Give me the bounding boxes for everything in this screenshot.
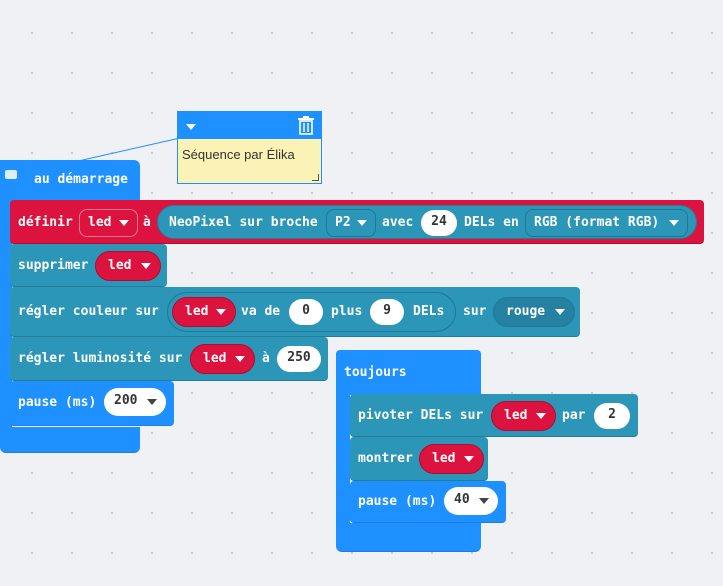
set-color-var-pill[interactable]: led: [172, 297, 236, 327]
brightness-label: régler luminosité sur: [18, 351, 183, 366]
define-assign-label: à: [143, 215, 151, 230]
chevron-down-icon: [669, 220, 679, 226]
chevron-down-icon: [479, 498, 489, 504]
chevron-down-icon: [536, 413, 546, 419]
range-from-label: va de: [241, 304, 281, 319]
mode-value: RGB (format RGB): [534, 215, 660, 230]
color-value: rouge: [506, 304, 546, 319]
led-count-input[interactable]: 24: [421, 210, 457, 236]
pause-value: 200: [114, 393, 138, 408]
color-on-label: sur: [463, 304, 487, 319]
brightness-to-label: à: [262, 351, 270, 366]
forever-label: toujours: [344, 365, 407, 380]
range-plus-label: plus: [331, 304, 363, 319]
chevron-down-icon: [119, 220, 129, 226]
set-color-var-value: led: [185, 304, 209, 319]
resize-handle-icon[interactable]: [312, 174, 319, 181]
pause-value-dropdown[interactable]: 200: [104, 388, 166, 416]
set-color-label: régler couleur sur: [18, 304, 159, 319]
rotate-by-label: par: [562, 408, 586, 423]
rotate-var-pill[interactable]: led: [491, 401, 556, 431]
comment-header: [178, 112, 321, 139]
forever-pause-value: 40: [454, 492, 470, 507]
brightness-var-pill[interactable]: led: [190, 344, 255, 374]
forever-pause-label: pause (ms): [358, 494, 437, 509]
show-label: montrer: [358, 451, 413, 466]
range-start-input[interactable]: 0: [289, 299, 323, 325]
mode-dropdown[interactable]: RGB (format RGB): [525, 209, 688, 237]
rotate-var-value: led: [504, 408, 528, 423]
comment-icon[interactable]: [5, 170, 17, 179]
chevron-down-icon[interactable]: [186, 124, 196, 130]
define-label: définir: [18, 215, 73, 230]
pin-dropdown[interactable]: P2: [326, 209, 376, 237]
chevron-down-icon: [555, 309, 565, 315]
with-label: avec: [382, 215, 414, 230]
define-var-dropdown[interactable]: led: [79, 209, 138, 237]
range-length-input[interactable]: 9: [370, 299, 404, 325]
pin-value: P2: [335, 215, 351, 230]
on-start-label: au démarrage: [34, 172, 128, 187]
comment-text[interactable]: Séquence par Élika: [182, 147, 295, 162]
range-leds-label: DELs: [413, 304, 445, 319]
define-var-value: led: [88, 215, 112, 230]
comment-bubble[interactable]: Séquence par Élika: [177, 111, 322, 184]
show-var-value: led: [432, 451, 456, 466]
chevron-down-icon: [464, 456, 474, 462]
brightness-var-value: led: [203, 351, 227, 366]
rotate-label: pivoter DELs sur: [358, 408, 484, 423]
neopixel-label: NeoPixel sur broche: [169, 215, 318, 230]
chevron-down-icon: [357, 220, 367, 226]
clear-var-value: led: [108, 258, 132, 273]
chevron-down-icon: [235, 356, 245, 362]
forever-pause-value-dropdown[interactable]: 40: [444, 487, 498, 515]
chevron-down-icon: [141, 263, 151, 269]
show-var-pill[interactable]: led: [419, 444, 484, 474]
pause-label: pause (ms): [18, 395, 97, 410]
brightness-block[interactable]: [10, 337, 328, 381]
leds-in-label: DELs en: [464, 215, 519, 230]
chevron-down-icon: [216, 309, 226, 315]
rotate-value-input[interactable]: 2: [594, 403, 630, 429]
brightness-value-input[interactable]: 250: [277, 346, 321, 372]
clear-var-pill[interactable]: led: [95, 251, 161, 281]
trash-icon[interactable]: [297, 116, 315, 135]
chevron-down-icon: [147, 399, 157, 405]
color-dropdown[interactable]: rouge: [493, 297, 575, 327]
clear-label: supprimer: [18, 258, 89, 273]
